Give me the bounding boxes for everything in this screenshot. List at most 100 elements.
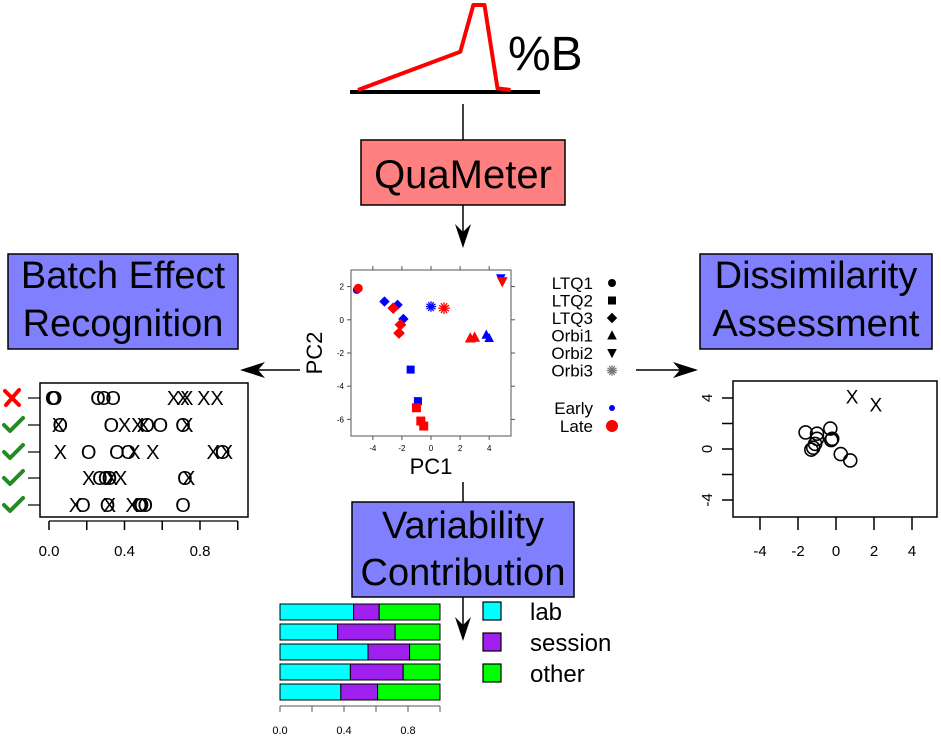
diss-xtick-label: -4 [753,543,766,560]
bar-segment-lab [279,643,369,661]
pca-point [394,318,407,331]
bar-segment-other [402,663,441,681]
fail-x-stroke [4,388,21,407]
batch-point-x: X [125,495,138,517]
pca-legend-circle-icon [608,279,616,287]
diss-point-circle [823,432,839,448]
pca-point [379,296,390,307]
legend-swatch-lab-icon [482,601,502,621]
batch-point-o: O [92,468,108,490]
diss-xtick-label: 0 [832,543,840,560]
batch-point-o: O [139,415,155,437]
batch-point-o: O [175,415,191,437]
quameter-box-bg [360,139,566,206]
diss-point-circle [842,453,858,468]
diss-point-circle [822,421,838,436]
pca-legend-label: Orbi2 [551,344,593,363]
pca-legend-label: Early [554,399,593,418]
batch-point-x: X [103,495,116,517]
pca-legend-asterisk-icon [606,365,618,376]
batch-point-o: O [134,495,150,517]
pca-legend-label: LTQ1 [552,274,593,293]
variability-label-line1: Variability [382,505,544,547]
pca-legend-color-dot-icon [609,405,615,411]
batch-point-x: X [118,415,131,437]
variability-box: Variability Contribution [351,501,575,598]
batch-point-x: X [197,388,210,410]
pca-xtick-label: -2 [398,444,406,453]
batch-point-o: O [100,495,116,517]
asterisk-stroke [607,367,617,374]
batch-point-o: O [81,442,97,464]
dissimilarity-label-line2: Assessment [713,303,920,345]
diss-ytick-label: 4 [699,394,716,402]
diss-point-circle [833,446,849,462]
legend-label-lab: lab [530,599,562,626]
batch-effect-label-line1: Batch Effect [21,255,226,297]
batch-point-o: O [96,388,112,410]
batch-xtick-label: 0.0 [39,543,60,560]
batch-status-icons [2,388,25,513]
batch-dotplot-frame [39,382,249,518]
bars-xtick-label: 0.8 [400,725,415,737]
batch-point-x: X [146,442,159,464]
batch-point-o: O [105,388,121,410]
batch-point-o: O [137,495,153,517]
quameter-label: QuaMeter [374,153,552,197]
pca-point [406,365,415,374]
legend-swatch-other-icon [482,663,502,683]
batch-point-o: O [175,495,191,517]
batch-point-x: X [207,442,220,464]
batch-point-o: O [98,468,114,490]
pca-point [496,277,508,288]
diss-ytick-label: -4 [699,493,716,506]
batch-point-x: X [137,415,150,437]
batch-point-x: X [176,388,189,410]
batch-point-o: O [75,495,91,517]
pca-point [411,403,421,413]
legend-swatch-session-icon [482,632,502,652]
variability-label-line2: Contribution [361,552,566,594]
diss-point-circle [798,425,813,440]
pca-point [484,332,494,343]
pca-point [416,416,426,426]
pca-legend-label: Late [560,417,593,436]
batch-point-o: O [53,415,69,437]
dissimilarity-box-bg [699,253,933,350]
pass-check-icon [2,496,25,513]
pass-check-icon [2,443,25,460]
pass-check-icon [2,469,25,486]
batch-point-o: O [177,468,193,490]
pca-point [425,301,437,312]
pca-xtick-label: 0 [429,444,434,453]
variability-bar-rects [279,603,441,701]
batch-point-o: O [153,415,169,437]
batch-effect-label-line2: Recognition [23,303,224,345]
pca-ytick-label: -6 [337,415,345,424]
diss-xtick-label: 2 [870,543,878,560]
batch-point-x: X [127,442,140,464]
diss-point-circle [803,442,819,457]
pca-point [413,397,422,406]
pca-legend-label: LTQ3 [552,309,593,328]
dissimilarity-frame [732,380,938,518]
gradient-profile-line [357,3,511,92]
batch-point-x: X [180,415,193,437]
pca-legend-square-icon [608,296,616,305]
diss-xtick-label: -2 [791,543,804,560]
batch-point-x: X [210,388,223,410]
pca-ylabel: PC2 [302,332,327,375]
batch-point-x: X [131,415,144,437]
batch-point-o: O [104,415,120,437]
batch-point-o: O [47,388,63,410]
